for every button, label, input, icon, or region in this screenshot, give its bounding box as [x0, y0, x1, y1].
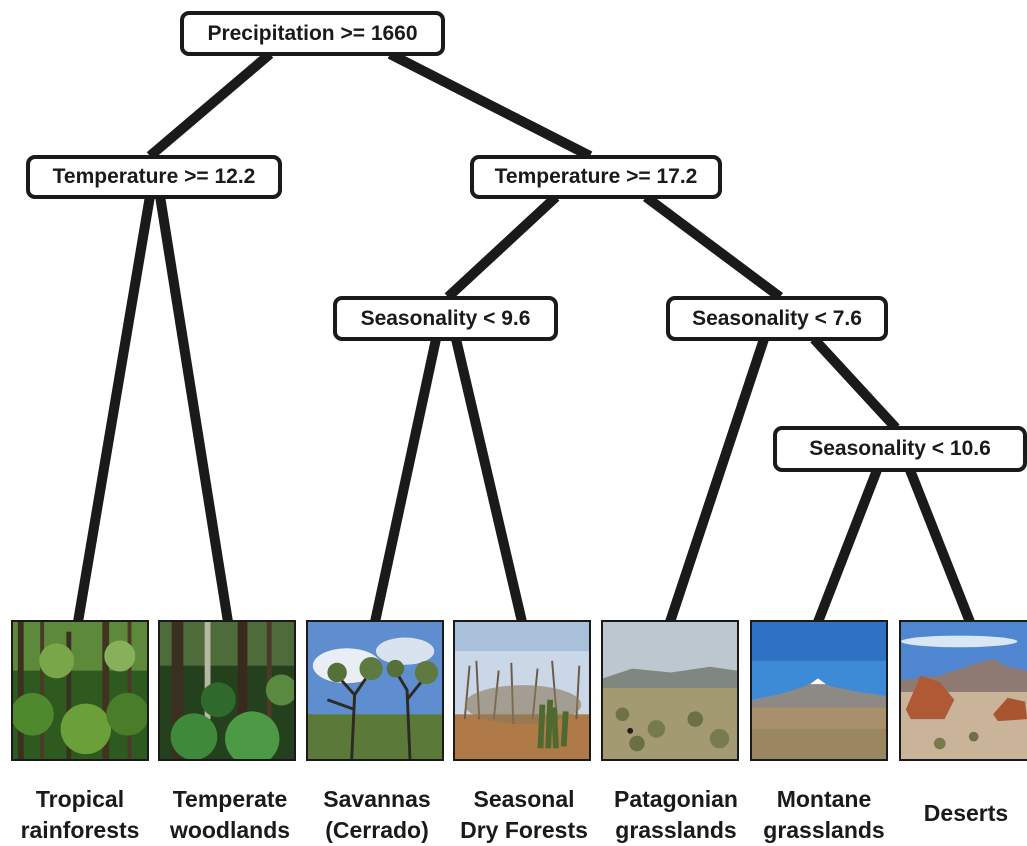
leaf-label-line2: grasslands	[615, 817, 737, 843]
leaf-label-line1: Seasonal	[473, 786, 575, 812]
leaf-label-seasonal-dry-forests: Seasonal Dry Forests	[444, 784, 604, 846]
leaf-label-savannas: Savannas (Cerrado)	[297, 784, 457, 846]
edge-seasright-seaslower	[810, 335, 900, 432]
edge-templeft-temperate	[155, 195, 233, 623]
thumb-temperate-woodland	[158, 620, 296, 761]
thumb-desert	[899, 620, 1027, 761]
leaf-label-line2: rainforests	[20, 817, 140, 843]
edge-seaslower-montane	[813, 468, 882, 624]
thumb-savanna	[306, 620, 444, 761]
edge-tempright-seasleft	[444, 193, 560, 301]
thumb-seasonal-dry-forest	[453, 620, 591, 761]
edge-root-tempright	[387, 49, 593, 161]
leaf-label-line2: Dry Forests	[460, 817, 588, 843]
edge-seasleft-savannas	[370, 337, 441, 624]
node-temperature-right: Temperature >= 17.2	[470, 155, 722, 199]
node-seasonality-right: Seasonality < 7.6	[666, 296, 888, 341]
thumb-patagonian-grassland	[601, 620, 739, 761]
edge-templeft-tropical	[73, 195, 155, 623]
leaf-label-line2: grasslands	[763, 817, 885, 843]
leaf-label-montane-grasslands: Montane grasslands	[744, 784, 904, 846]
leaf-label-patagonian-grasslands: Patagonian grasslands	[596, 784, 756, 846]
edge-root-templeft	[146, 50, 274, 160]
node-precipitation: Precipitation >= 1660	[180, 11, 445, 56]
leaf-label-line2: (Cerrado)	[325, 817, 429, 843]
leaf-label-line1: Deserts	[923, 800, 1009, 826]
leaf-label-line1: Patagonian	[614, 786, 738, 812]
leaf-label-temperate-woodlands: Temperate woodlands	[150, 784, 310, 846]
leaf-label-line1: Montane	[776, 786, 872, 812]
leaf-label-line1: Savannas	[323, 786, 431, 812]
leaf-label-line1: Tropical	[35, 786, 125, 812]
leaf-label-line1: Temperate	[172, 786, 288, 812]
leaf-label-line2: woodlands	[169, 817, 291, 843]
edge-seaslower-deserts	[905, 468, 975, 624]
leaf-label-tropical-rainforests: Tropical rainforests	[0, 784, 160, 846]
leaf-label-deserts: Deserts	[886, 798, 1027, 829]
node-seasonality-lower: Seasonality < 10.6	[773, 426, 1027, 472]
node-temperature-left: Temperature >= 12.2	[26, 155, 282, 199]
edge-tempright-seasright	[643, 192, 783, 302]
edge-seasright-patagonian	[665, 337, 769, 624]
thumb-montane-grassland	[750, 620, 888, 761]
thumb-tropical-rainforest	[11, 620, 149, 761]
edge-seasleft-seasonal	[451, 337, 527, 624]
node-seasonality-left: Seasonality < 9.6	[333, 296, 558, 341]
